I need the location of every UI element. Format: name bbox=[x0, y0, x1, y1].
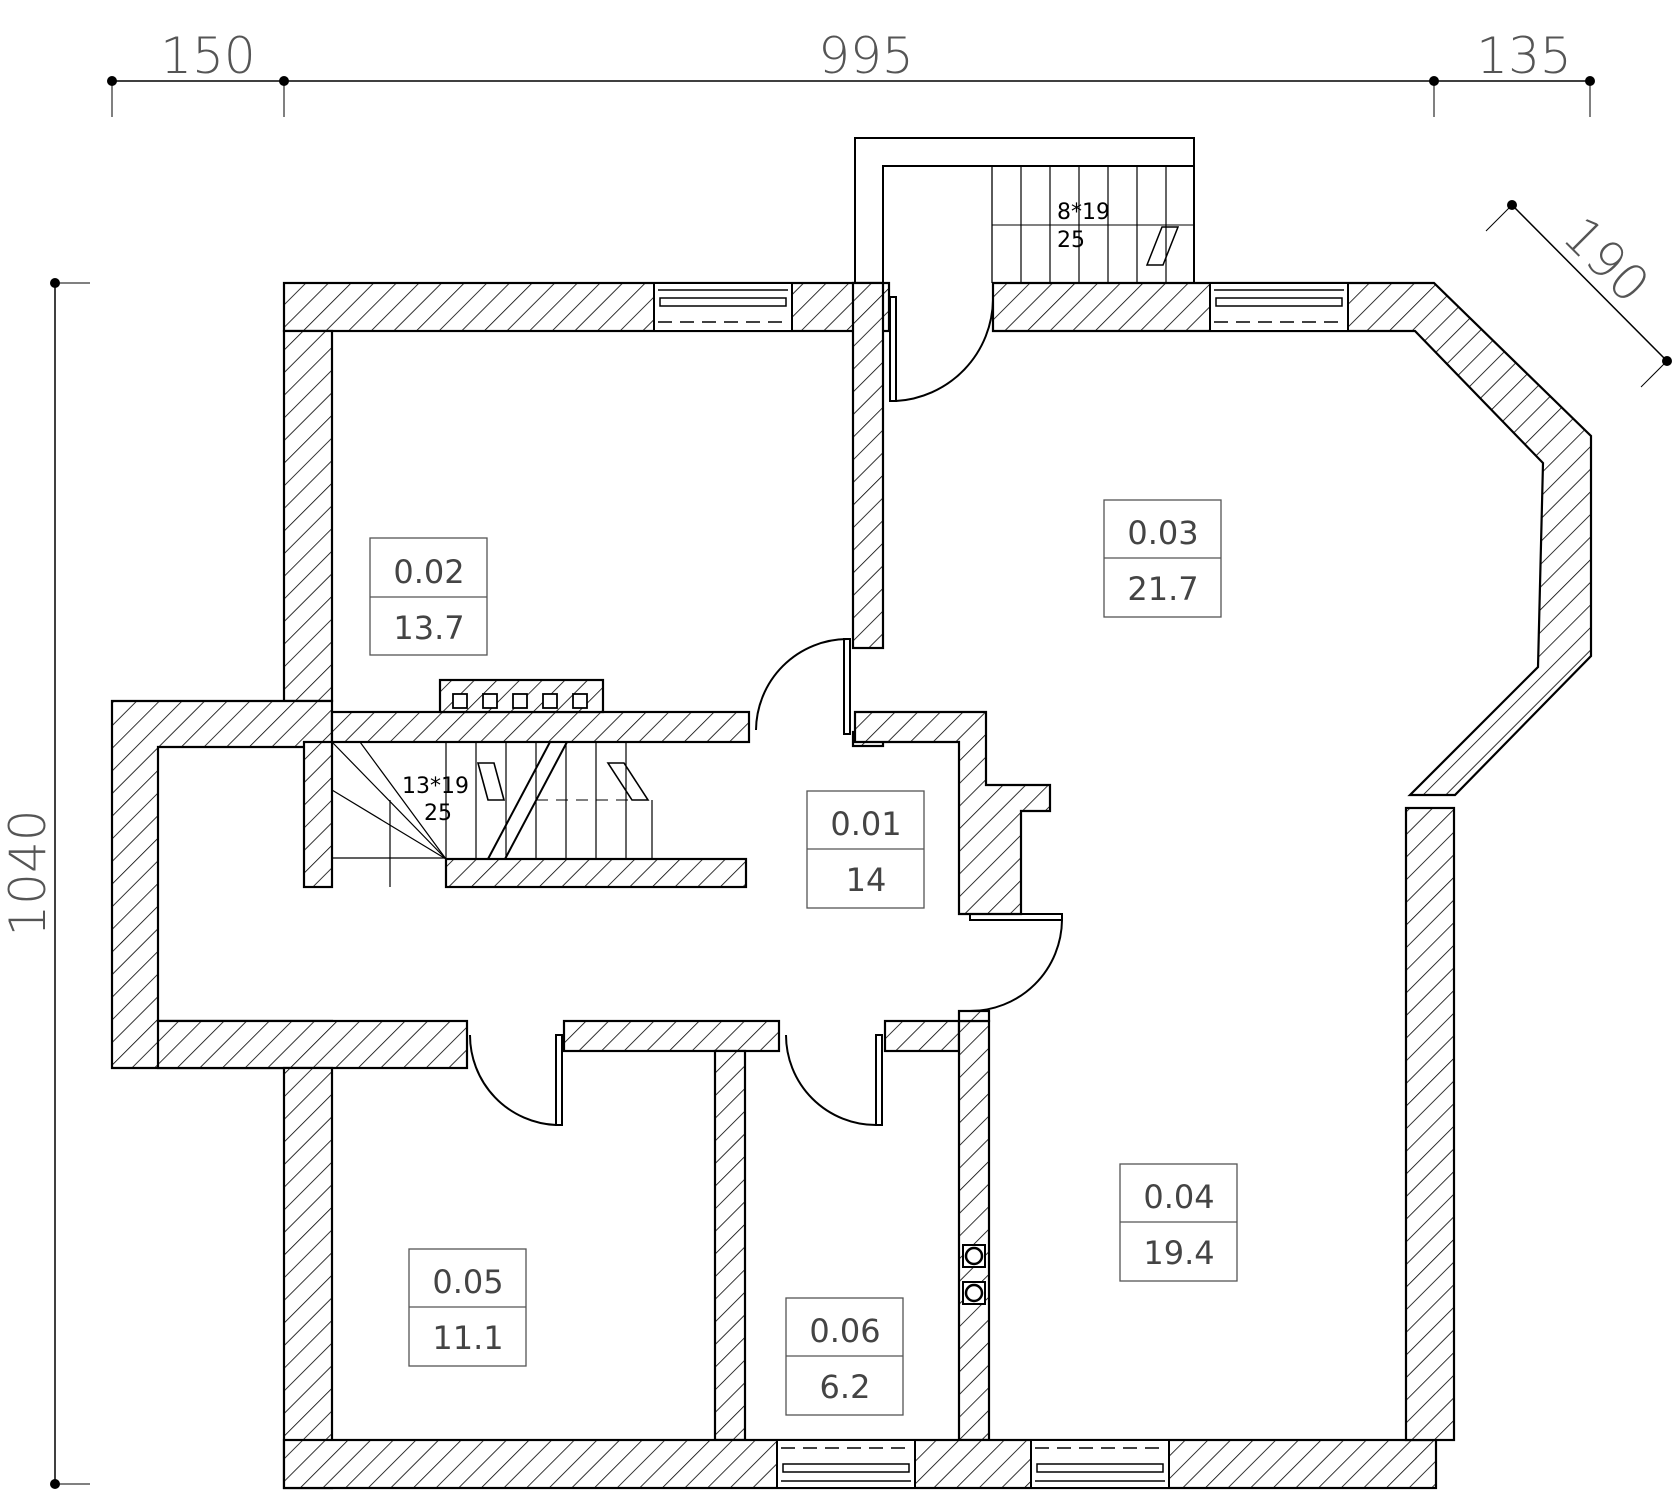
inner-stair-tread: 25 bbox=[424, 801, 452, 826]
dim-label-150: 150 bbox=[160, 27, 255, 85]
dim-label-1040: 1040 bbox=[0, 809, 57, 936]
windows bbox=[653, 282, 1349, 1489]
vent-squares bbox=[452, 693, 588, 709]
room-id: 0.04 bbox=[1143, 1178, 1214, 1216]
dimension-diagonal: 190 bbox=[1485, 200, 1672, 388]
dim-label-190: 190 bbox=[1552, 206, 1660, 314]
window-top-left bbox=[653, 282, 793, 332]
dimension-left: 1040 bbox=[0, 278, 90, 1489]
dim-label-995: 995 bbox=[818, 27, 913, 85]
room-area: 6.2 bbox=[820, 1368, 871, 1406]
window-bottom-right bbox=[1030, 1439, 1170, 1489]
interior-stair: 13*19 25 bbox=[331, 741, 653, 887]
room-label-0-01: 0.01 14 bbox=[806, 790, 925, 909]
inner-stair-count: 13*19 bbox=[402, 774, 469, 799]
walls bbox=[110, 281, 1593, 1490]
outer-stair-tread: 25 bbox=[1057, 228, 1085, 253]
room-area: 21.7 bbox=[1127, 570, 1198, 608]
room-area: 19.4 bbox=[1143, 1234, 1214, 1272]
room-id: 0.01 bbox=[830, 805, 901, 843]
dim-label-135: 135 bbox=[1476, 27, 1571, 85]
room-area: 13.7 bbox=[393, 609, 464, 647]
window-top-right bbox=[1209, 282, 1349, 332]
room-label-0-05: 0.05 11.1 bbox=[408, 1248, 527, 1367]
room-area: 11.1 bbox=[432, 1319, 503, 1357]
room-area: 14 bbox=[846, 861, 887, 899]
room-id: 0.02 bbox=[393, 553, 464, 591]
dimension-top: 150 995 135 bbox=[107, 27, 1595, 117]
room-id: 0.03 bbox=[1127, 514, 1198, 552]
exterior-stair: 8*19 25 bbox=[854, 137, 1195, 283]
window-bottom-left bbox=[776, 1439, 916, 1489]
room-label-0-06: 0.06 6.2 bbox=[785, 1297, 904, 1416]
room-id: 0.05 bbox=[432, 1263, 503, 1301]
doors bbox=[468, 296, 1063, 1126]
room-label-0-03: 0.03 21.7 bbox=[1103, 499, 1222, 618]
room-id: 0.06 bbox=[809, 1312, 880, 1350]
room-label-0-02: 0.02 13.7 bbox=[369, 537, 488, 656]
room-label-0-04: 0.04 19.4 bbox=[1119, 1163, 1238, 1282]
outer-stair-count: 8*19 bbox=[1057, 200, 1110, 225]
flue-circles bbox=[962, 1244, 986, 1305]
